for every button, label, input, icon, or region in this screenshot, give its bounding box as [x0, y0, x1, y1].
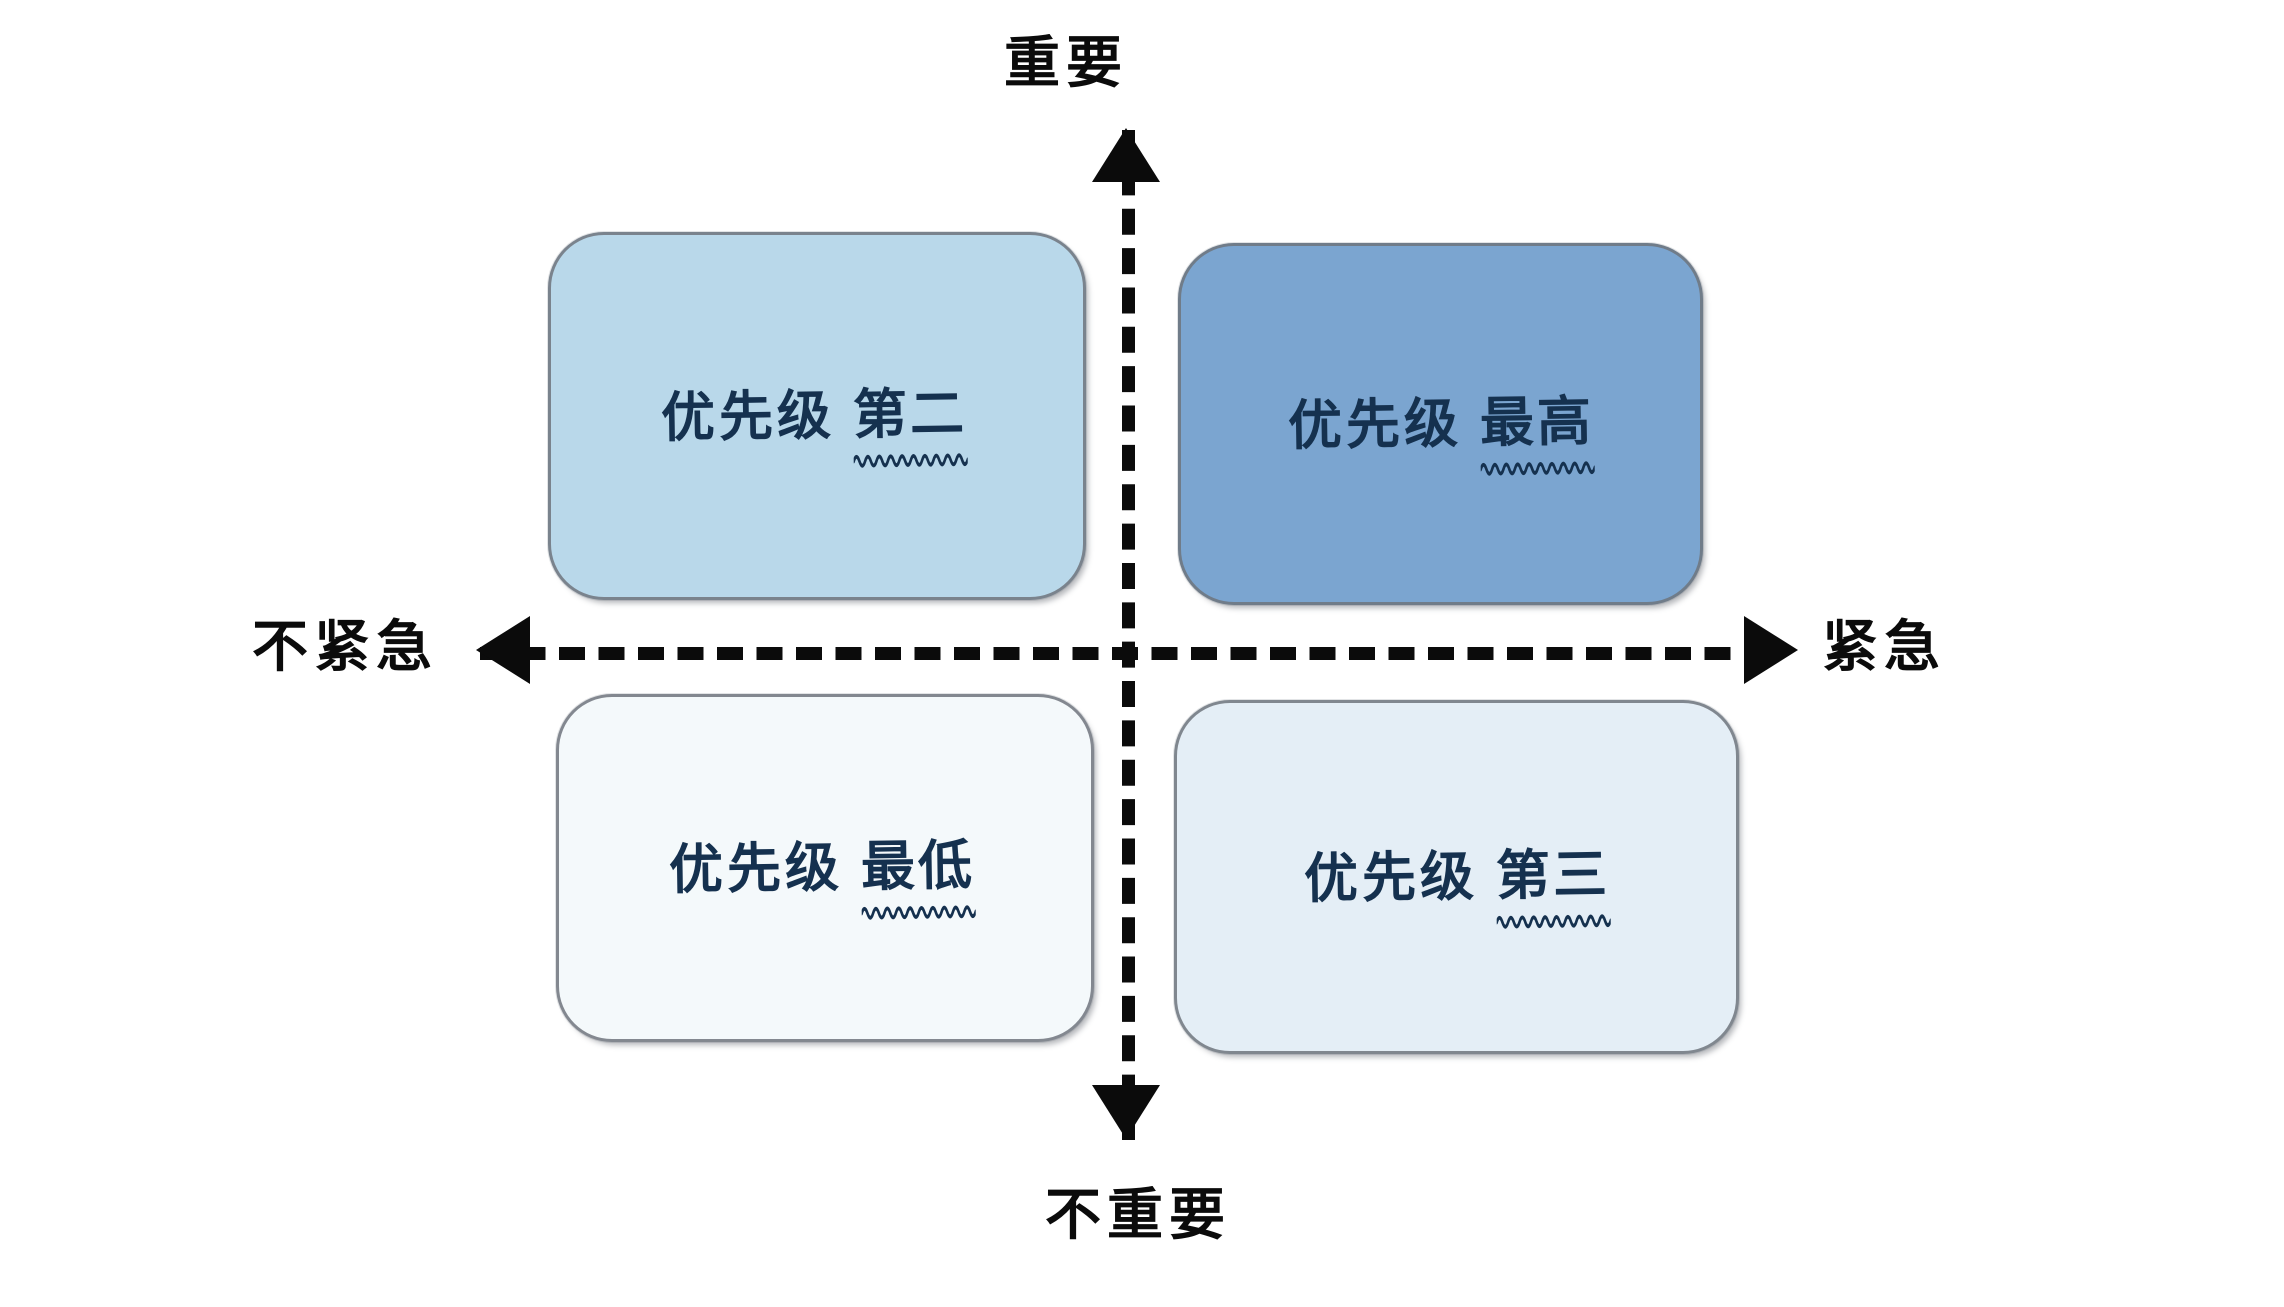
quadrant-emphasis-text: 第二	[852, 381, 968, 447]
arrow-up-icon	[1092, 128, 1160, 182]
wavy-underline-icon	[1480, 459, 1595, 479]
quadrant-emphasis-text: 第三	[1494, 842, 1610, 908]
quadrant-emphasis-text: 最低	[860, 833, 976, 899]
quadrant-card-not-important-urgent[interactable]: 优先级 第三	[1174, 700, 1739, 1054]
quadrant-lead-text: 优先级	[1287, 391, 1462, 458]
axis-label-urgent: 紧急	[1822, 615, 1946, 680]
quadrant-label: 优先级 最高	[1287, 389, 1595, 477]
quadrant-lead-text: 优先级	[1303, 844, 1478, 911]
vertical-axis	[1117, 130, 1135, 1140]
quadrant-label: 优先级 第二	[660, 381, 968, 469]
quadrant-lead-text: 优先级	[668, 835, 844, 902]
horizontal-axis-dashed-line	[480, 647, 1770, 660]
quadrant-card-important-not-urgent[interactable]: 优先级 第二	[548, 232, 1086, 600]
arrow-down-icon	[1092, 1085, 1160, 1139]
quadrant-label: 优先级 第三	[1303, 842, 1611, 930]
horizontal-axis	[480, 642, 1770, 660]
vertical-axis-dashed-line	[1122, 130, 1135, 1140]
wavy-underline-icon	[1496, 912, 1611, 932]
arrow-left-icon	[476, 616, 530, 684]
quadrant-card-important-urgent[interactable]: 优先级 最高	[1178, 243, 1703, 605]
wavy-underline-icon	[853, 451, 968, 471]
quadrant-lead-text: 优先级	[660, 383, 836, 450]
arrow-right-icon	[1744, 616, 1798, 684]
quadrant-label: 优先级 最低	[668, 833, 976, 921]
quadrant-card-not-important-not-urgent[interactable]: 优先级 最低	[556, 694, 1094, 1042]
quadrant-emphasis-text: 最高	[1478, 389, 1594, 455]
axis-label-not-urgent: 不紧急	[252, 615, 438, 680]
axis-label-important: 重要	[1004, 31, 1128, 96]
axis-label-not-important: 不重要	[1045, 1183, 1231, 1248]
wavy-underline-icon	[861, 903, 976, 923]
